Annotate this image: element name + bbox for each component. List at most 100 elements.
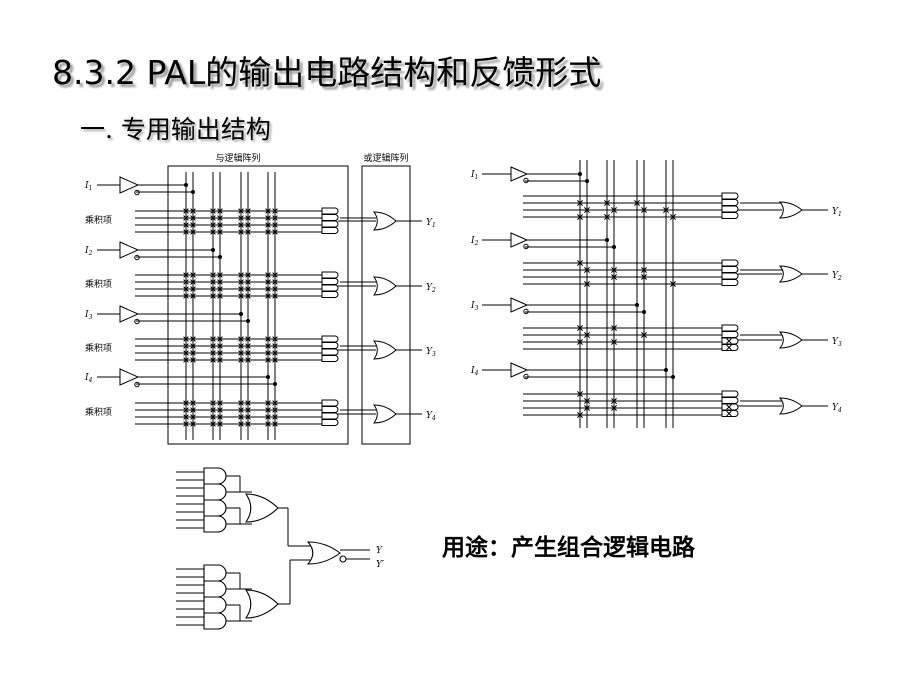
- fuse-x: [210, 286, 216, 292]
- fuse-x: [190, 293, 196, 299]
- fuse-x: [210, 215, 216, 221]
- fuse-x: [272, 414, 278, 420]
- fuse-x: [183, 215, 189, 221]
- fuse-x: [272, 208, 278, 214]
- and-gate: [321, 406, 339, 413]
- fuse-x: [726, 338, 732, 344]
- fuse-x: [183, 336, 189, 342]
- fuse-x: [272, 343, 278, 349]
- fuse-x: [577, 412, 583, 418]
- right-input-buffer-3: [510, 297, 529, 313]
- fuse-x: [210, 407, 216, 413]
- fuse-x: [611, 274, 617, 280]
- and-gate: [721, 331, 739, 338]
- fuse-x: [604, 200, 610, 206]
- fuse-x: [611, 398, 617, 404]
- fuse-x: [210, 336, 216, 342]
- fuse-x: [217, 357, 223, 363]
- right-input-label-i1: I1: [470, 170, 478, 181]
- right-output-label-y1: Y1: [832, 207, 842, 218]
- and-gate: [203, 515, 227, 533]
- and-gate: [721, 390, 739, 398]
- fuse-x: [584, 405, 590, 411]
- junction-dot: [211, 248, 215, 252]
- fuse-x: [190, 229, 196, 235]
- fuse-x: [245, 400, 251, 406]
- fuse-x: [611, 267, 617, 273]
- right-input-buffer-1: [510, 166, 529, 182]
- junction-dot: [273, 382, 277, 386]
- fuse-x: [183, 407, 189, 413]
- fuse-x: [611, 207, 617, 213]
- fuse-x: [238, 286, 244, 292]
- fuse-x: [238, 400, 244, 406]
- fuse-x: [670, 214, 676, 220]
- fuse-x: [183, 421, 189, 427]
- fuse-x: [245, 222, 251, 228]
- and-gate: [721, 199, 739, 206]
- fuse-x: [265, 293, 271, 299]
- fuse-x: [577, 214, 583, 220]
- and-gate: [203, 564, 227, 582]
- fuse-x: [190, 350, 196, 356]
- fuse-x: [265, 215, 271, 221]
- junction-dot: [642, 310, 646, 314]
- and-gate: [321, 291, 339, 298]
- right-or-gate-4: [778, 397, 803, 415]
- fuse-x: [272, 279, 278, 285]
- and-gate: [721, 324, 739, 332]
- or-gate-top: [244, 493, 279, 523]
- junction-dot: [585, 179, 589, 183]
- fuse-x: [238, 272, 244, 278]
- fuse-x: [238, 336, 244, 342]
- and-gate: [721, 192, 739, 200]
- fuse-x: [272, 400, 278, 406]
- fuse-x: [210, 400, 216, 406]
- fuse-x: [217, 400, 223, 406]
- and-gate: [721, 279, 739, 286]
- fuse-x: [210, 350, 216, 356]
- fuse-x: [272, 286, 278, 292]
- junction-dot: [635, 303, 639, 307]
- fuse-x: [183, 286, 189, 292]
- title-text: 的输出电路结构和反馈形式: [205, 53, 602, 92]
- and-gate: [721, 259, 739, 267]
- fuse-x: [265, 272, 271, 278]
- fuse-x: [670, 281, 676, 287]
- and-gate: [321, 355, 339, 362]
- input-label-i1: I1: [84, 181, 92, 192]
- output-label-y2: Y2: [426, 283, 436, 294]
- fuse-x: [238, 357, 244, 363]
- fuse-x: [190, 400, 196, 406]
- usage-text: 用途：产生组合逻辑电路: [442, 534, 695, 561]
- fuse-x: [238, 293, 244, 299]
- fuse-x: [245, 208, 251, 214]
- fuse-x: [265, 400, 271, 406]
- fuse-x: [183, 357, 189, 363]
- product-term-label: 乘积项: [85, 406, 112, 418]
- fuse-x: [238, 229, 244, 235]
- slide-title: 8.3.2 PAL的输出电路结构和反馈形式: [52, 46, 601, 94]
- fuse-x: [577, 325, 583, 331]
- fuse-x: [183, 279, 189, 285]
- or-gate-3: [373, 340, 397, 360]
- and-gate: [321, 335, 339, 343]
- and-array-label: 与逻辑阵列: [215, 152, 260, 164]
- or-gate-bottom: [244, 589, 279, 619]
- fuse-x: [272, 421, 278, 427]
- fuse-x: [190, 421, 196, 427]
- fuse-x: [265, 279, 271, 285]
- or-gate-2: [373, 276, 397, 296]
- fuse-x: [584, 207, 590, 213]
- and-gate: [721, 403, 739, 411]
- right-input-buffer-4: [510, 362, 529, 378]
- fuse-x: [272, 357, 278, 363]
- fuse-x: [272, 272, 278, 278]
- fuse-x: [238, 208, 244, 214]
- fuse-x: [210, 421, 216, 427]
- junction-dot: [664, 368, 668, 372]
- fuse-x: [245, 336, 251, 342]
- and-gate: [321, 214, 339, 221]
- and-gate: [721, 272, 739, 280]
